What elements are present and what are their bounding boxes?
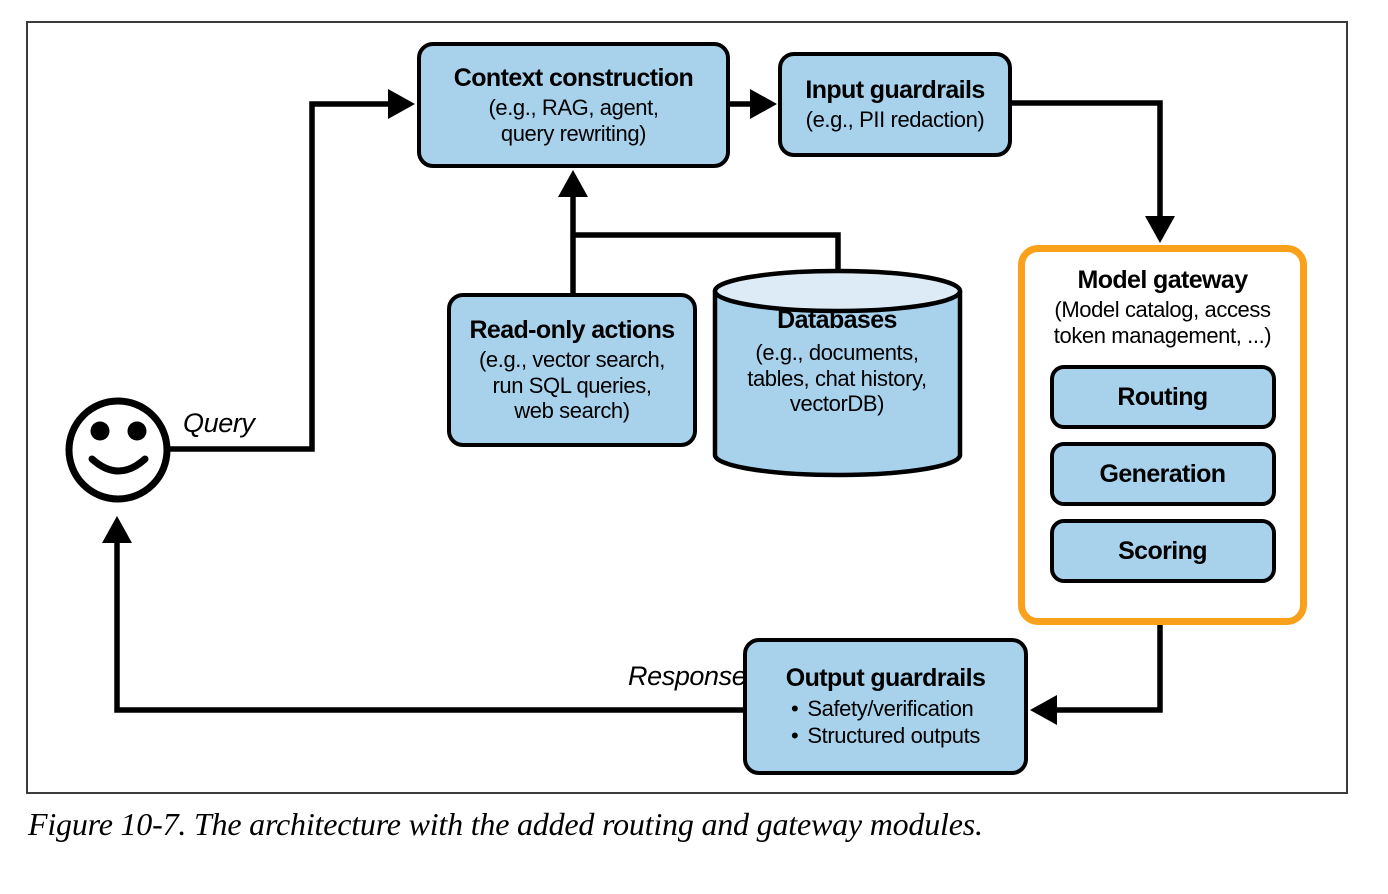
node-subtitle: (e.g., RAG, agent, query rewriting) bbox=[488, 94, 659, 146]
node-subtitle: (e.g., documents, tables, chat history, … bbox=[747, 340, 927, 417]
node-context-construction: Context construction (e.g., RAG, agent, … bbox=[417, 42, 730, 168]
module-routing: Routing bbox=[1049, 365, 1276, 430]
node-title: Model gateway bbox=[1077, 266, 1248, 294]
node-subtitle: (Model catalog, access token management,… bbox=[1053, 297, 1272, 348]
node-input-guardrails: Input guardrails (e.g., PII redaction) bbox=[778, 52, 1012, 157]
module-generation: Generation bbox=[1049, 442, 1276, 507]
node-title: Databases bbox=[777, 306, 897, 334]
bullet-text: Structured outputs bbox=[807, 722, 980, 748]
node-title: Context construction bbox=[453, 63, 694, 92]
node-title: Read-only actions bbox=[469, 316, 675, 345]
module-scoring: Scoring bbox=[1049, 519, 1276, 584]
node-subtitle: (e.g., PII redaction) bbox=[805, 107, 985, 133]
node-databases: Databases (e.g., documents, tables, chat… bbox=[712, 306, 962, 417]
output-bullet-list: • Safety/verification • Structured outpu… bbox=[791, 696, 980, 750]
response-label: Response bbox=[628, 661, 747, 691]
node-read-only-actions: Read-only actions (e.g., vector search, … bbox=[447, 293, 697, 447]
bullet-item: • Safety/verification bbox=[791, 696, 980, 723]
node-output-guardrails: Output guardrails • Safety/verification … bbox=[743, 638, 1028, 775]
gateway-modules: Routing Generation Scoring bbox=[1049, 365, 1276, 584]
node-title: Input guardrails bbox=[805, 76, 985, 105]
node-subtitle: (e.g., vector search, run SQL queries, w… bbox=[478, 347, 665, 424]
query-label: Query bbox=[183, 408, 255, 438]
bullet-icon: • bbox=[791, 722, 799, 748]
bullet-icon: • bbox=[791, 695, 799, 721]
bullet-item: • Structured outputs bbox=[791, 723, 980, 750]
figure-caption: Figure 10-7. The architecture with the a… bbox=[28, 806, 983, 842]
bullet-text: Safety/verification bbox=[807, 695, 974, 721]
node-title: Output guardrails bbox=[785, 663, 986, 692]
node-model-gateway: Model gateway (Model catalog, access tok… bbox=[1018, 245, 1307, 625]
